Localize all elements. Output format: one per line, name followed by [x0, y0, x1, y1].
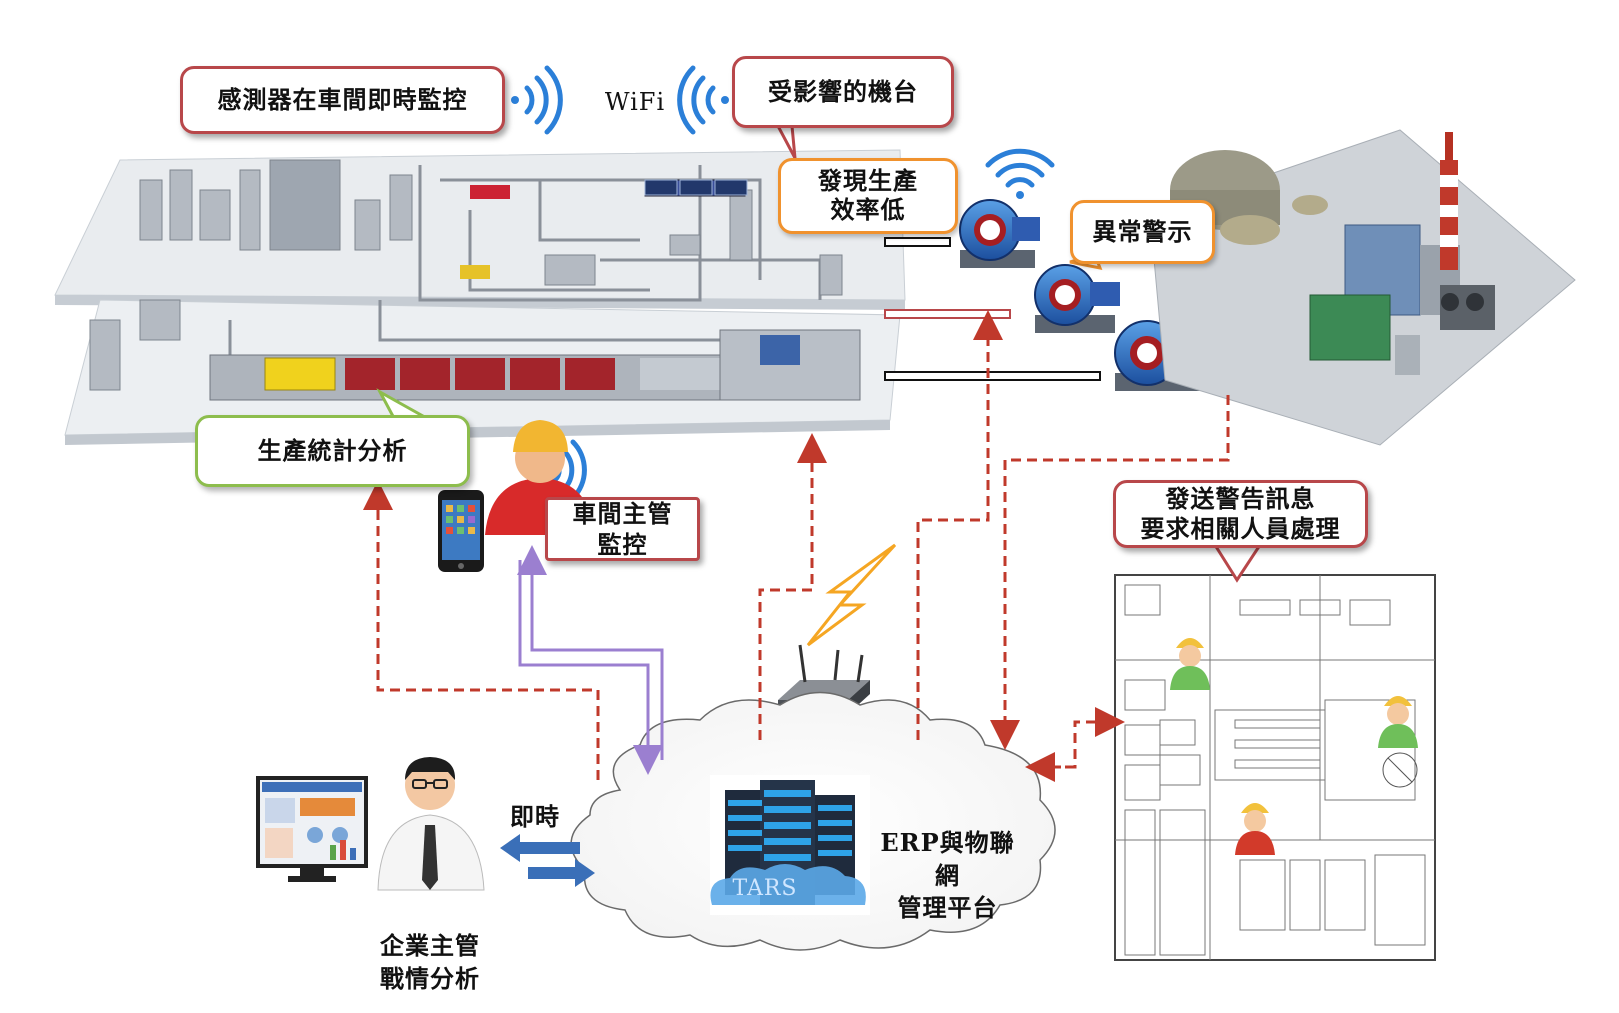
floorplan-icon [1114, 574, 1436, 961]
factory-icon [1149, 129, 1576, 446]
callout-low-efficiency-text: 發現生產 效率低 [818, 166, 918, 224]
lightning-icon [806, 543, 897, 647]
dashed-data-flows [363, 310, 1230, 782]
tars-label: TARS [720, 874, 810, 905]
platform-label-text: ERP與物聯網 管理平台 [880, 828, 1015, 923]
realtime-label-text: 即時 [510, 802, 560, 831]
tars-label-text: TARS [732, 876, 798, 901]
wifi-label-text: WiFi [604, 88, 666, 116]
callout-sensor-monitoring: 感測器在車間即時監控 [180, 66, 505, 134]
wifi-label: WiFi [600, 86, 670, 120]
executive-label-text: 企業主管 戰情分析 [380, 931, 480, 993]
callout-abnormal-alert: 異常警示 [1070, 200, 1215, 264]
callout-low-efficiency: 發現生產 效率低 [778, 158, 958, 234]
platform-label: ERP與物聯網 管理平台 [870, 795, 1025, 925]
callout-affected-machine-text: 受影響的機台 [768, 76, 918, 106]
connector-bars [884, 237, 1101, 381]
worker-icon [1170, 638, 1418, 855]
callout-production-stats: 生產統計分析 [195, 415, 470, 487]
realtime-label: 即時 [500, 800, 570, 834]
smartphone-icon [438, 490, 484, 572]
manager-icon [377, 757, 485, 891]
callout-sensor-monitoring-text: 感測器在車間即時監控 [217, 84, 468, 114]
factory-floor-illustration [54, 149, 906, 445]
callout-floor-manager-text: 車間主管 監控 [572, 498, 673, 559]
callout-production-stats-text: 生產統計分析 [257, 435, 408, 465]
realtime-arrows [500, 834, 595, 887]
callout-abnormal-alert-text: 異常警示 [1092, 216, 1193, 246]
callout-send-warning-text: 發送警告訊息 要求相關人員處理 [1140, 484, 1341, 543]
server-icon [710, 775, 870, 915]
callout-floor-manager: 車間主管 監控 [545, 497, 700, 561]
monitor-icon [256, 776, 368, 882]
callout-send-warning: 發送警告訊息 要求相關人員處理 [1113, 480, 1368, 548]
executive-label: 企業主管 戰情分析 [360, 898, 500, 995]
callout-affected-machine: 受影響的機台 [732, 56, 954, 128]
wifi-icon [511, 65, 1055, 501]
mobile-data-link [517, 545, 664, 775]
